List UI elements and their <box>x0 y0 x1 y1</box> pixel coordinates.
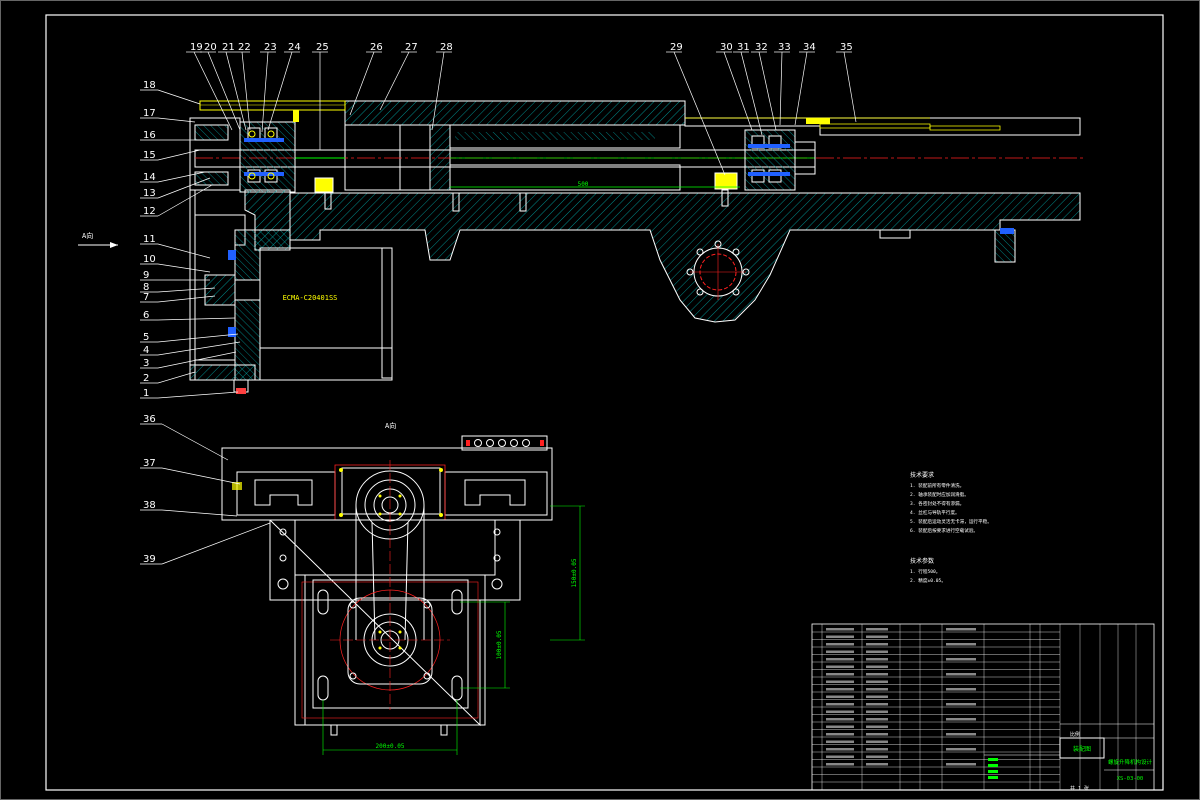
view-a: A向 <box>221 421 585 755</box>
tech-note-line: 6. 装配后按要求进行空载试验。 <box>910 527 978 534</box>
callout-label: 27 <box>405 42 418 53</box>
title-block: 装配图 螺旋升降机构设计 XS-03-00 比例 共 1 张 <box>811 623 1155 792</box>
callout-label: 15 <box>143 150 156 161</box>
perf-note-line: 2. 精度±0.05。 <box>910 577 946 584</box>
callout-label: 24 <box>288 42 301 53</box>
tech-note-line: 4. 丝杠与导轨平行度。 <box>910 509 960 516</box>
tech-note-line: 1. 装配前所有零件清洗。 <box>910 482 964 489</box>
callout-label: 25 <box>316 42 329 53</box>
dim-bottom: 200±0.05 <box>376 743 405 750</box>
callout-label: 39 <box>143 554 156 565</box>
upper-housing <box>344 100 686 126</box>
callout-label: 33 <box>778 42 791 53</box>
callout-label: 38 <box>143 500 156 511</box>
callout-label: 8 <box>143 282 149 293</box>
callout-label: 5 <box>143 332 149 343</box>
callout-label: 19 <box>190 42 203 53</box>
callout-label: 16 <box>143 130 156 141</box>
callout-label: 12 <box>143 206 156 217</box>
callout-label: 13 <box>143 188 156 199</box>
drawing-number: XS-03-00 <box>1117 776 1144 782</box>
section-view: 500 <box>189 100 1085 394</box>
dim-vertical-right: 150±0.05 <box>571 558 578 587</box>
callout-label: 31 <box>737 42 750 53</box>
callout-label: 6 <box>143 310 149 321</box>
callout-label: 21 <box>222 42 235 53</box>
callout-label: 37 <box>143 458 156 469</box>
drawing-name: 螺旋升降机构设计 <box>1108 758 1153 766</box>
school-name: 装配图 <box>1073 745 1091 753</box>
end-cap <box>189 117 241 191</box>
callout-label: 17 <box>143 108 156 119</box>
callout-label: 26 <box>370 42 383 53</box>
callout-label: 32 <box>755 42 768 53</box>
callout-label: 18 <box>143 80 156 91</box>
callout-label: 14 <box>143 172 156 183</box>
callout-label: 30 <box>720 42 733 53</box>
view-arrow: A向 <box>78 231 118 248</box>
sheet-label: 共 1 张 <box>1070 785 1089 792</box>
tech-note-line: 3. 各密封处不得有渗漏。 <box>910 500 964 507</box>
callout-label: 35 <box>840 42 853 53</box>
perf-note-line: 1. 行程500。 <box>910 568 940 575</box>
callout-label: 34 <box>803 42 816 53</box>
tech-note-line: 2. 轴承装配时应加润滑脂。 <box>910 491 969 498</box>
callout-label: 29 <box>670 42 683 53</box>
dim-stroke-label: 500 <box>578 181 589 188</box>
left-bearing-group <box>239 121 296 193</box>
technical-notes: 技术要求 1. 装配前所有零件清洗。 2. 轴承装配时应加润滑脂。 3. 各密封处不… <box>910 471 992 584</box>
view-a-title: A向 <box>385 421 396 430</box>
tech-title: 技术要求 <box>910 471 934 479</box>
tech-note-line: 5. 装配后运动灵活无卡滞，运行平稳。 <box>910 518 992 525</box>
callout-label: 10 <box>143 254 156 265</box>
callout-label: 9 <box>143 270 149 281</box>
callouts-lower-left: 36 37 38 39 <box>140 414 271 565</box>
callout-label: 4 <box>143 345 149 356</box>
motor-label: ECMA-C20401SS <box>283 294 338 302</box>
callout-label: 28 <box>440 42 453 53</box>
callout-label: 23 <box>264 42 277 53</box>
dim-vertical-inner: 100±0.05 <box>496 630 503 659</box>
callout-label: 2 <box>143 373 149 384</box>
main-body <box>289 192 1081 323</box>
callout-label: 1 <box>143 388 149 399</box>
top-plate <box>221 447 553 521</box>
scale-label: 比例 <box>1070 731 1080 738</box>
callout-label: 36 <box>143 414 156 425</box>
callout-label: 7 <box>143 292 149 303</box>
callout-label: 11 <box>143 234 156 245</box>
right-bearing-group <box>744 129 816 191</box>
callouts-left: 18 17 16 15 14 13 12 11 10 987 6 5 4 3 2 1 <box>140 80 241 399</box>
perf-title: 技术参数 <box>910 557 934 565</box>
callout-label: 22 <box>238 42 251 53</box>
callout-label: 20 <box>204 42 217 53</box>
callout-label: 3 <box>143 358 149 369</box>
view-arrow-label: A向 <box>82 231 93 240</box>
